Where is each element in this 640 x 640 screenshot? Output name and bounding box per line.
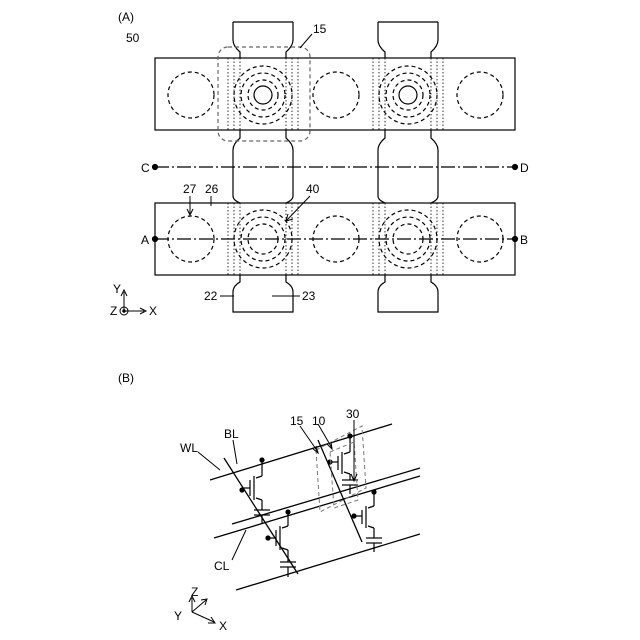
ref-22-label: 22 xyxy=(204,289,218,303)
panel-a-axis-indicator xyxy=(120,290,146,315)
point-c-dot xyxy=(153,165,158,170)
point-b-dot xyxy=(513,237,518,242)
region-15-outline xyxy=(218,47,310,141)
ref-15-b-label: 15 xyxy=(290,414,304,428)
ref-23-label: 23 xyxy=(302,289,316,303)
cl-rail-middle-lower xyxy=(214,476,420,538)
bl-label: BL xyxy=(224,427,239,441)
point-c-label: C xyxy=(141,161,150,175)
axis-x-b-label: X xyxy=(219,619,227,633)
axis-z-b-label: Z xyxy=(191,585,198,599)
panel-a-label: (A) xyxy=(118,10,134,24)
point-a-dot xyxy=(153,237,158,242)
cl-label: CL xyxy=(214,559,230,573)
cell-lower-right xyxy=(352,490,382,552)
leader-bl xyxy=(233,440,237,464)
axis-z-label: Z xyxy=(110,304,117,318)
point-a-label: A xyxy=(141,233,149,247)
ref-15-label: 15 xyxy=(313,22,327,36)
cl-rail-lower xyxy=(236,534,420,590)
ref-30-label: 30 xyxy=(346,407,360,421)
ref-10-label: 10 xyxy=(312,414,326,428)
word-line-right xyxy=(318,440,362,542)
wl-label: WL xyxy=(180,441,198,455)
point-d-dot xyxy=(513,165,518,170)
leader-cl xyxy=(232,530,246,560)
cell-lower-left xyxy=(266,510,296,577)
leader-40 xyxy=(287,196,310,220)
ref-26-label: 26 xyxy=(205,182,219,196)
axis-y-label: Y xyxy=(113,282,121,296)
axis-y-b-label: Y xyxy=(174,609,182,623)
point-b-label: B xyxy=(520,233,528,247)
leader-15 xyxy=(300,34,312,48)
panel-b xyxy=(189,420,420,623)
panel-b-label: (B) xyxy=(118,371,134,385)
ref-27-label: 27 xyxy=(183,182,197,196)
top-via-left xyxy=(254,86,272,104)
panel-b-axis-indicator xyxy=(189,596,215,623)
panel-a xyxy=(120,22,518,315)
point-d-label: D xyxy=(520,161,529,175)
figure-number-50: 50 xyxy=(126,31,140,45)
axis-x-label: X xyxy=(149,304,157,318)
ref-40-label: 40 xyxy=(306,182,320,196)
top-via-right xyxy=(399,86,417,104)
leader-15-b xyxy=(300,426,318,452)
top-slab xyxy=(155,58,515,130)
leader-wl xyxy=(198,452,220,470)
